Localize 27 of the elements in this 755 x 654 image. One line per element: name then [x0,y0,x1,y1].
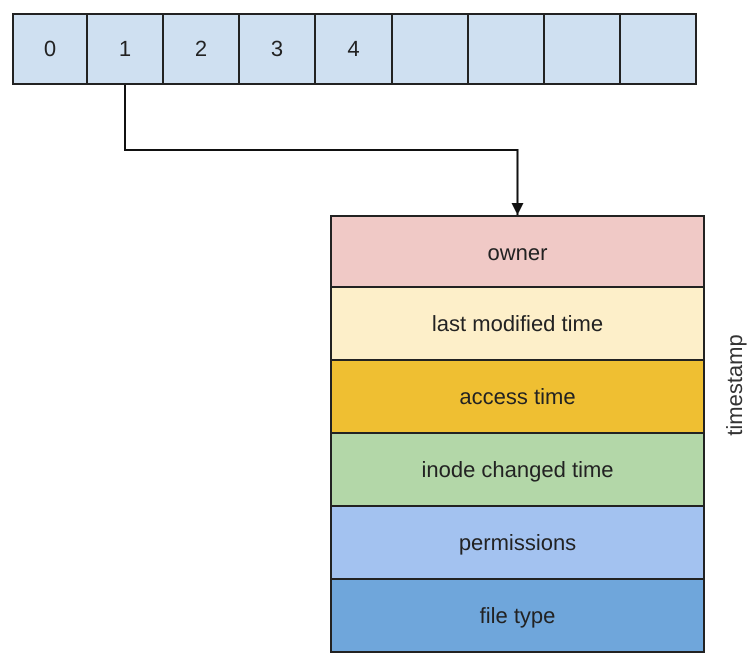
field-label: 4 [347,36,360,62]
array-cell [467,13,545,85]
field-label: last modified time [432,310,604,336]
array-cell [12,13,88,85]
field-label: 0 [44,36,56,62]
array-cell [391,13,469,85]
record-field [330,359,705,434]
record-field [330,505,705,580]
record-field [330,432,705,507]
array-cell [238,13,316,85]
field-label: access time [459,384,576,410]
field-label: 3 [270,36,284,62]
field-label: permissions [458,530,576,556]
field-label: owner [488,240,548,266]
array-cell [619,13,697,85]
record-field [330,578,705,653]
group-label: timestamp [722,334,748,436]
array-cell [314,13,393,85]
field-label: inode changed time [421,456,614,482]
array-cell [543,13,621,85]
field-label: 1 [118,36,132,62]
array-cell [86,13,164,85]
field-label: 2 [194,36,208,62]
arrow [124,85,524,215]
record-field [330,286,705,361]
field-label: file type [480,602,556,628]
array-cell [162,13,240,85]
